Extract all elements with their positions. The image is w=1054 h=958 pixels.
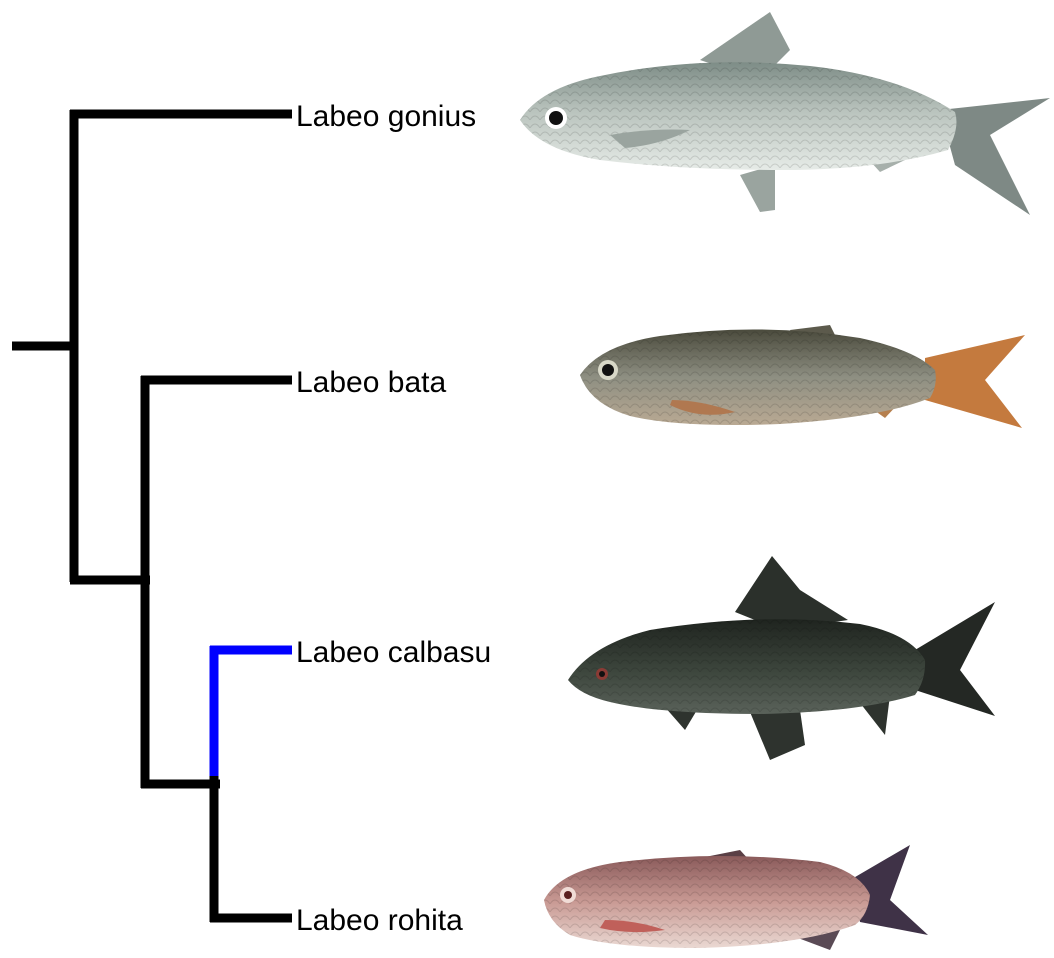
tip-label-labeo-bata: Labeo bata	[296, 366, 446, 399]
tip-label-labeo-rohita: Labeo rohita	[296, 904, 463, 937]
tip-label-labeo-calbasu: Labeo calbasu	[296, 636, 491, 669]
tip-label-labeo-gonius: Labeo gonius	[296, 100, 476, 133]
tree-branches	[12, 110, 292, 922]
fish-labeo-bata-illustration	[580, 325, 1025, 428]
fish-labeo-rohita-illustration	[544, 845, 928, 950]
fish-labeo-gonius-illustration	[520, 12, 1050, 215]
fish-labeo-calbasu-illustration	[568, 556, 995, 760]
